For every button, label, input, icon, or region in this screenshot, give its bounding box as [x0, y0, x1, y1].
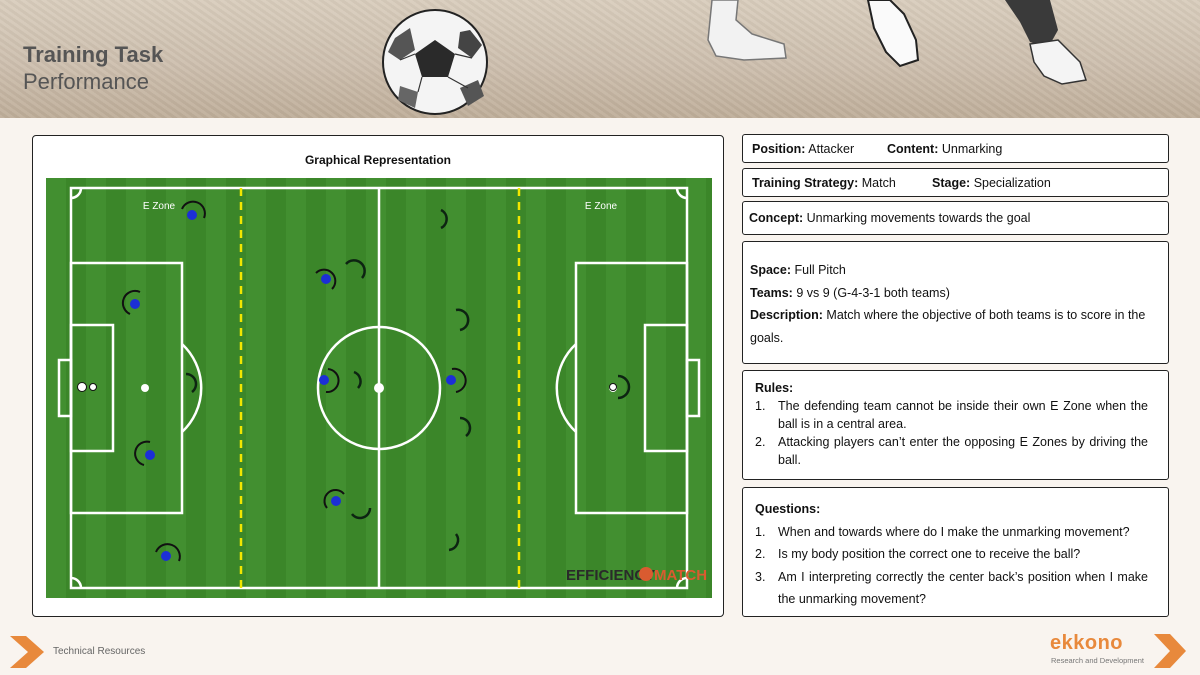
rules-title: Rules: — [755, 381, 794, 395]
opponent-marker — [448, 533, 460, 552]
position-field: Position: Attacker — [752, 141, 855, 156]
player-marker — [315, 268, 337, 290]
goalkeeper-marker-right — [609, 383, 617, 391]
teams-field: Teams: 9 vs 9 (G-4-3-1 both teams) — [750, 285, 950, 300]
concept-field: Concept: Unmarking movements towards the… — [749, 211, 1031, 225]
opponent-marker — [351, 507, 372, 520]
graph-panel-title: Graphical Representation — [304, 153, 452, 167]
pitch-lines — [57, 186, 701, 590]
player-legs-illustration — [707, 0, 1087, 85]
opponent-marker — [440, 208, 448, 230]
graphical-representation-panel: Graphical Representation — [32, 135, 724, 617]
rules-box: Rules: 1.The defending team cannot be in… — [742, 370, 1169, 480]
space-field: Space: Full Pitch — [750, 263, 846, 277]
player-marker — [323, 489, 345, 509]
opponent-marker — [345, 259, 366, 279]
player-marker — [134, 440, 155, 466]
strategy-field: Training Strategy: Match — [752, 175, 896, 190]
e-zone-label-right: E Zone — [585, 201, 618, 212]
goalkeeper-marker — [77, 382, 97, 392]
player-marker — [319, 368, 340, 394]
rule-item: 2.Attacking players can’t enter the oppo… — [755, 435, 1148, 467]
player-marker — [155, 543, 181, 562]
page-subtitle: Performance — [23, 69, 149, 94]
green-team — [185, 208, 631, 552]
content-field: Content: Unmarking — [887, 141, 1003, 156]
opponent-marker — [459, 416, 472, 437]
brand-subtitle: Research and Development — [1051, 656, 1144, 665]
e-zone-label-left: E Zone — [143, 201, 176, 212]
brand-chevron-icon — [1154, 634, 1186, 668]
questions-title: Questions: — [755, 502, 821, 516]
watermark-match: MATCH — [654, 567, 707, 584]
page-title: Training Task — [23, 42, 164, 67]
concept-box: Concept: Unmarking movements towards the… — [742, 201, 1169, 235]
opponent-marker — [617, 374, 631, 400]
pitch-diagram: E Zone E Zone EFFICIENCY — [46, 178, 712, 598]
questions-box: Questions: 1.When and towards where do I… — [742, 487, 1169, 617]
rule-item: 1.The defending team cannot be inside th… — [755, 399, 1148, 431]
brand-logo-text: ekkono — [1050, 632, 1124, 654]
question-item: 2.Is my body position the correct one to… — [755, 547, 1081, 561]
player-marker — [121, 289, 141, 315]
watermark-logo-icon — [639, 567, 653, 581]
opponent-marker — [353, 370, 362, 389]
player-marker — [446, 367, 467, 393]
strategy-stage-box: Training Strategy: Match Stage: Speciali… — [742, 168, 1169, 197]
description-field: Description: Match where the objective o… — [750, 308, 1146, 345]
header-banner: Training Task Performance — [0, 0, 1200, 118]
question-item: 1.When and towards where do I make the u… — [755, 524, 1130, 539]
player-marker — [181, 200, 206, 220]
stage-field: Stage: Specialization — [932, 175, 1051, 190]
opponent-marker — [455, 308, 470, 332]
blue-team — [77, 200, 467, 562]
question-item: 3.Am I interpreting correctly the center… — [755, 569, 1148, 607]
soccer-ball-icon — [382, 9, 488, 115]
space-teams-description-box: Space: Full Pitch Teams: 9 vs 9 (G-4-3-1… — [742, 241, 1169, 364]
opponent-marker — [185, 372, 198, 393]
watermark-efficiency: EFFICIENCY — [566, 567, 655, 584]
footer-technical-resources: Technical Resources — [53, 646, 146, 657]
header-illustration — [382, 0, 1087, 115]
e-zone-lines — [239, 188, 521, 588]
position-content-box: Position: Attacker Content: Unmarking — [742, 134, 1169, 163]
chevron-right-icon — [10, 636, 44, 668]
